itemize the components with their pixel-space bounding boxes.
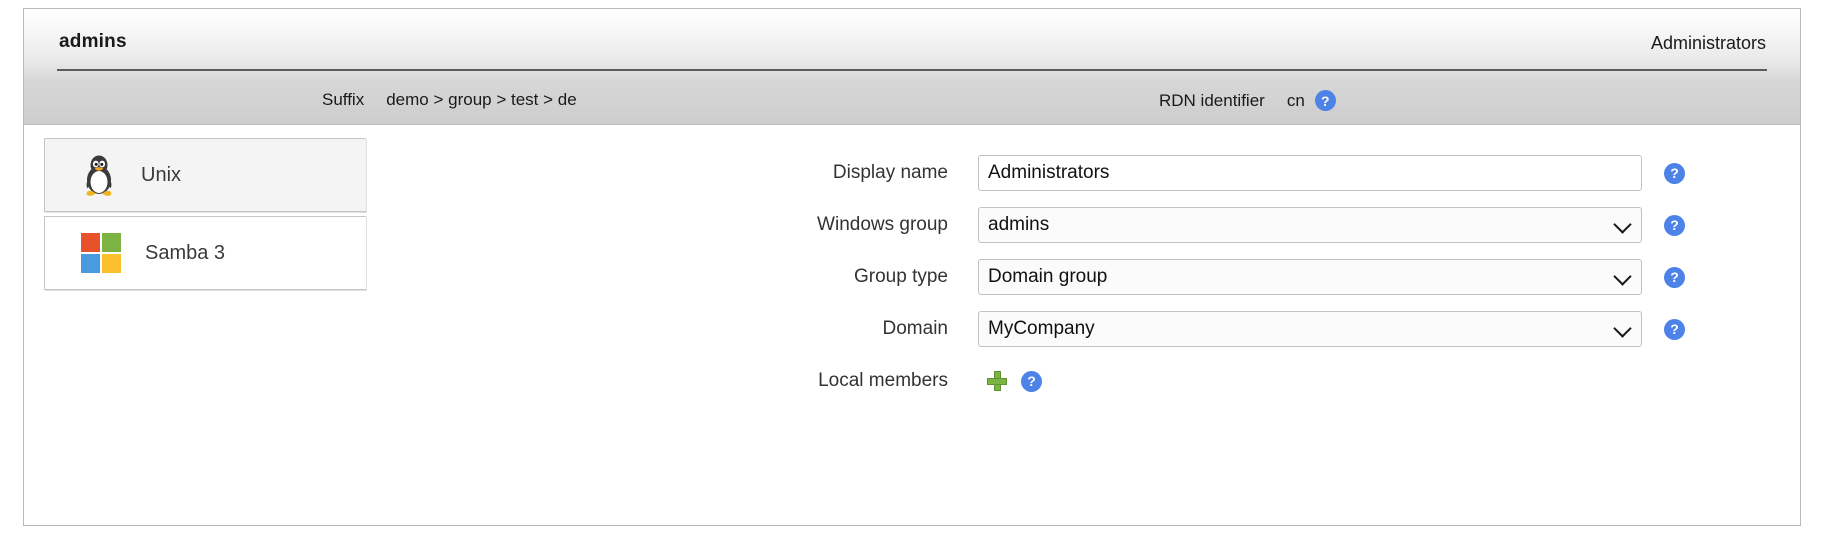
sidebar-item-label: Samba 3: [145, 241, 226, 264]
display-name-control: [978, 155, 1642, 191]
help-icon[interactable]: ?: [1664, 214, 1685, 236]
page-title: admins: [59, 31, 127, 52]
rdn-group: RDN identifier cn ?: [1159, 90, 1336, 111]
chevron-down-icon: [1613, 267, 1632, 286]
plus-icon[interactable]: [987, 371, 1007, 391]
help-icon[interactable]: ?: [1314, 90, 1336, 111]
group-type-value: Domain group: [988, 266, 1108, 287]
group-type-label: Group type: [854, 266, 948, 287]
windows-group-value: admins: [988, 214, 1050, 235]
form-row-windows-group: Windows group admins ?: [784, 199, 1784, 251]
samba3-form: Display name ? Windows group admins ?: [784, 147, 1784, 407]
help-icon[interactable]: ?: [1021, 370, 1042, 392]
breadcrumb: demo > group > test > de: [386, 90, 577, 109]
meta-bar: Suffix demo > group > test > de RDN iden…: [24, 79, 1800, 125]
help-icon[interactable]: ?: [1664, 162, 1685, 184]
rdn-identifier-label: RDN identifier: [1159, 90, 1265, 110]
suffix-group: Suffix demo > group > test > de: [322, 90, 577, 110]
windows-group-label: Windows group: [817, 214, 948, 235]
windows-group-control: admins: [978, 207, 1642, 243]
domain-select[interactable]: MyCompany: [978, 311, 1642, 347]
extension-tab-rail: Unix Samba 3: [44, 138, 366, 290]
sidebar-item-unix[interactable]: Unix: [44, 138, 366, 212]
display-name-label: Display name: [832, 162, 948, 183]
tux-penguin-icon: [81, 153, 117, 197]
sidebar-item-samba3[interactable]: Samba 3: [44, 216, 366, 290]
header-subject: Administrators: [1650, 33, 1766, 53]
local-members-actions: ?: [978, 363, 1642, 399]
suffix-label: Suffix: [322, 90, 365, 109]
rdn-identifier-value: cn: [1286, 90, 1305, 110]
group-type-select[interactable]: Domain group: [978, 259, 1642, 295]
header-divider: [57, 69, 1767, 71]
panel-header: admins Administrators: [24, 9, 1800, 79]
panel-body: Unix Samba 3 Display name: [24, 125, 1800, 525]
sidebar-item-label: Unix: [141, 163, 182, 186]
help-icon[interactable]: ?: [1664, 318, 1685, 340]
local-members-label: Local members: [818, 370, 948, 391]
local-members-control: ?: [978, 363, 1642, 399]
windows-squares-icon: [81, 233, 121, 273]
form-row-local-members: Local members ?: [784, 355, 1784, 407]
chevron-down-icon: [1613, 319, 1632, 338]
domain-control: MyCompany: [978, 311, 1642, 347]
form-row-domain: Domain MyCompany ?: [784, 303, 1784, 355]
group-type-control: Domain group: [978, 259, 1642, 295]
form-row-group-type: Group type Domain group ?: [784, 251, 1784, 303]
windows-group-select[interactable]: admins: [978, 207, 1642, 243]
chevron-down-icon: [1613, 215, 1632, 234]
help-icon[interactable]: ?: [1664, 266, 1685, 288]
domain-label: Domain: [882, 318, 948, 339]
form-row-display-name: Display name ?: [784, 147, 1784, 199]
display-name-input[interactable]: [978, 155, 1642, 191]
group-detail-panel: admins Administrators Suffix demo > grou…: [23, 8, 1801, 526]
domain-value: MyCompany: [988, 318, 1095, 339]
